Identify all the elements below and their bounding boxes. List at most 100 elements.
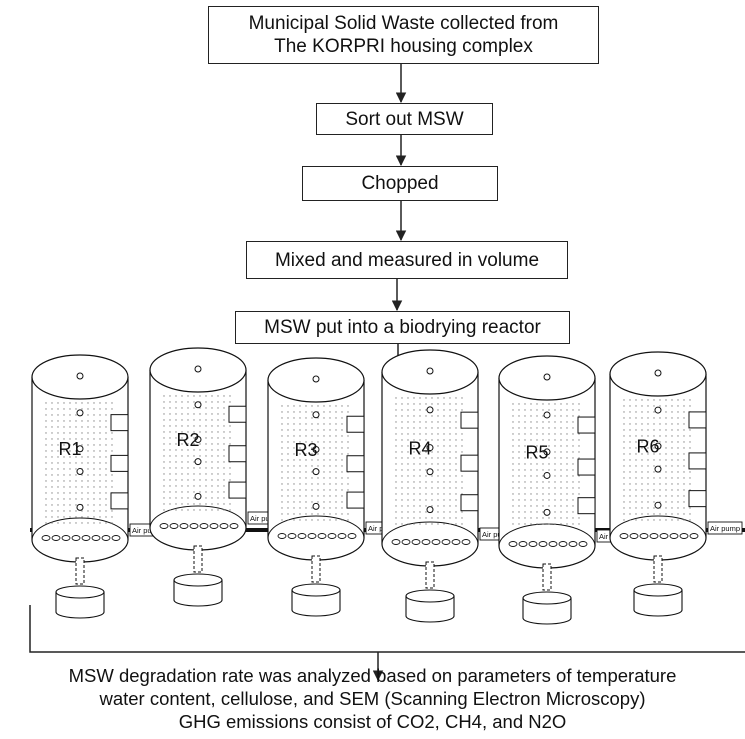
- reactor-label: R5: [525, 443, 548, 463]
- diffuser-nozzle: [629, 533, 639, 539]
- sensor-port: [76, 503, 84, 511]
- diffuser-nozzle: [689, 533, 699, 539]
- diffuser-nozzle: [401, 539, 411, 545]
- sensor-port: [543, 448, 551, 456]
- reactor-base-back: [381, 521, 479, 545]
- air-pump-box: [707, 521, 743, 535]
- diffuser-nozzle: [111, 535, 121, 541]
- step-sort-msw-text: Sort out MSW: [345, 108, 464, 130]
- diffuser-nozzle: [391, 539, 401, 545]
- lid-port: [194, 365, 202, 373]
- leachate-container-rim: [522, 591, 572, 605]
- sampling-port-box: [460, 411, 479, 429]
- sensor-port: [76, 409, 84, 417]
- leachate-container-rim: [291, 583, 341, 597]
- sensor-port: [654, 442, 662, 450]
- reactor-label: R1: [58, 439, 81, 459]
- sampling-port-box: [688, 490, 707, 508]
- sampling-port-box: [346, 455, 365, 473]
- reactor-base-back: [149, 505, 247, 529]
- drain-pipe: [425, 561, 435, 589]
- sampling-port-box: [460, 494, 479, 512]
- diffuser-nozzle: [169, 523, 179, 529]
- collector-bracket: [29, 605, 745, 653]
- air-pump-label: Air pump: [250, 514, 280, 523]
- diffuser-nozzle: [337, 533, 347, 539]
- sampling-port-box: [110, 414, 129, 432]
- diffuser-nozzle: [81, 535, 91, 541]
- sampling-port-box: [228, 405, 247, 423]
- diffuser-nozzle: [451, 539, 461, 545]
- sensor-port: [543, 411, 551, 419]
- sensor-port: [426, 444, 434, 452]
- diffuser-nozzle: [649, 533, 659, 539]
- diffuser-nozzle: [159, 523, 169, 529]
- sensor-port: [312, 411, 320, 419]
- air-pump-label: Air pump: [482, 530, 512, 539]
- diffuser-nozzle: [317, 533, 327, 539]
- sensor-port: [312, 502, 320, 510]
- diffuser-nozzle: [548, 541, 558, 547]
- diffuser-nozzle: [679, 533, 689, 539]
- perforation-dots: [512, 403, 580, 525]
- step-mix-measure: Mixed and measured in volume: [246, 241, 568, 279]
- diffuser-nozzle: [347, 533, 357, 539]
- perforation-dots: [395, 397, 463, 525]
- sensor-port: [312, 468, 320, 476]
- sensor-port: [76, 468, 84, 476]
- diffuser-nozzle: [461, 539, 471, 545]
- diffuser-nozzle: [101, 535, 111, 541]
- diffuser-nozzle: [71, 535, 81, 541]
- step-biodrying-reactor-text: MSW put into a biodrying reactor: [264, 317, 541, 338]
- diffuser-nozzle: [538, 541, 548, 547]
- drain-pipe: [653, 555, 663, 583]
- leachate-container: [405, 596, 455, 623]
- diffuser-nozzle: [411, 539, 421, 545]
- sampling-port-box: [577, 458, 596, 476]
- sampling-port-box: [577, 497, 596, 515]
- diffuser-nozzle: [568, 541, 578, 547]
- lid-port: [426, 367, 434, 375]
- step-chopped-text: Chopped: [361, 173, 439, 194]
- sensor-port: [654, 465, 662, 473]
- leachate-container: [633, 590, 683, 617]
- sensor-port: [426, 406, 434, 414]
- sampling-port-box: [460, 454, 479, 472]
- leachate-container-rim: [55, 585, 105, 599]
- sensor-port: [543, 471, 551, 479]
- sensor-port: [194, 401, 202, 409]
- diffuser-nozzle: [518, 541, 528, 547]
- diffuser-nozzle: [61, 535, 71, 541]
- leachate-container: [173, 580, 223, 607]
- step-collect-msw: Municipal Solid Waste collected from The…: [208, 6, 599, 64]
- sampling-port-box: [346, 491, 365, 509]
- sampling-port-box: [228, 481, 247, 499]
- leachate-container: [55, 592, 105, 619]
- diffuser-nozzle: [639, 533, 649, 539]
- result-text: MSW degradation rate was analyzed based …: [0, 664, 745, 733]
- perforation-dots: [45, 402, 113, 524]
- diffuser-nozzle: [528, 541, 538, 547]
- diffuser-nozzle: [431, 539, 441, 545]
- diffuser-nozzle: [41, 535, 51, 541]
- drain-pipe: [193, 545, 203, 573]
- diffuser-nozzle: [51, 535, 61, 541]
- sensor-port: [654, 406, 662, 414]
- air-pump-label: Air pump: [710, 524, 740, 533]
- lid-port: [543, 373, 551, 381]
- lid-port: [76, 372, 84, 380]
- diffuser-nozzle: [619, 533, 629, 539]
- diffuser-nozzle: [277, 533, 287, 539]
- diffuser-nozzle: [189, 523, 199, 529]
- leachate-container-rim: [405, 589, 455, 603]
- lid-port: [654, 369, 662, 377]
- diffuser-nozzle: [327, 533, 337, 539]
- diffuser-nozzle: [209, 523, 219, 529]
- sensor-port: [76, 445, 84, 453]
- diffuser-nozzle: [441, 539, 451, 545]
- leachate-container: [522, 598, 572, 625]
- reactor-base-back: [609, 515, 707, 539]
